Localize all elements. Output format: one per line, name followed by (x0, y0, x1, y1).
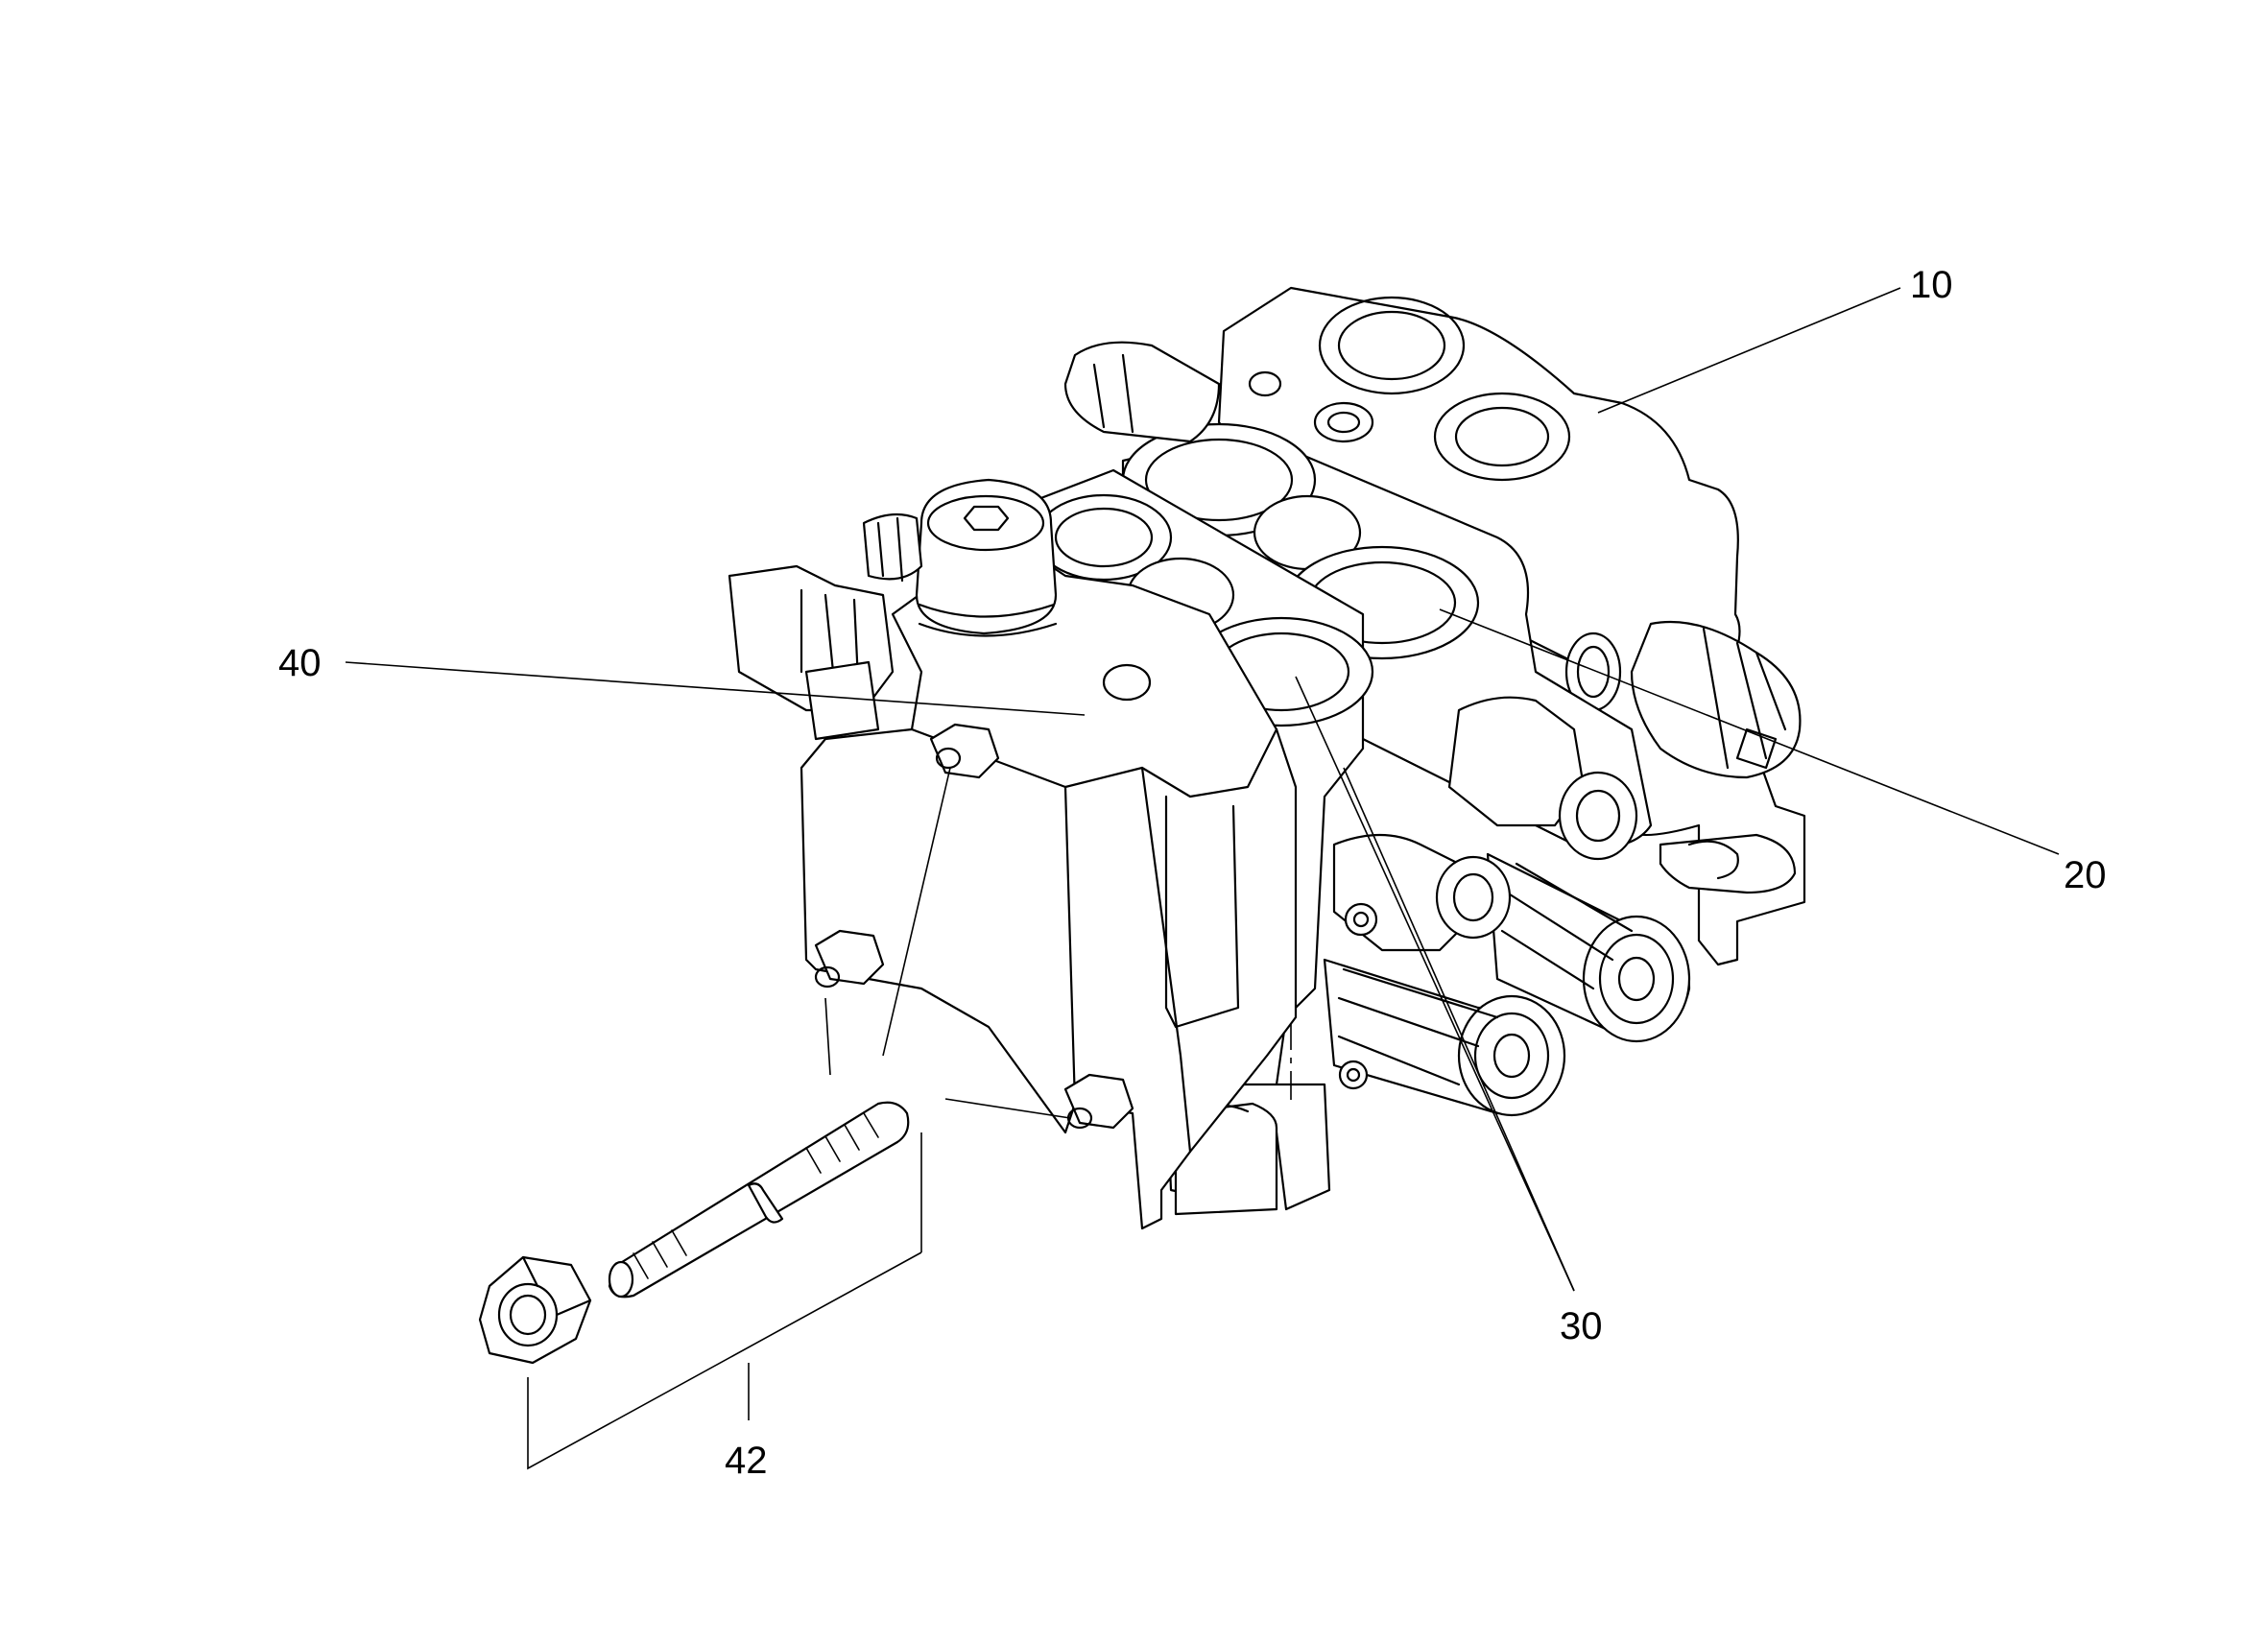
callout-42: 42 (725, 1440, 768, 1482)
callout-10: 10 (1910, 264, 1953, 306)
callout-20: 20 (2064, 854, 2107, 896)
callout-30: 30 (1560, 1305, 1603, 1347)
bolt-head-left (814, 929, 885, 989)
callout-40: 40 (278, 642, 322, 684)
callout-labels: 10 20 30 40 42 (278, 264, 2107, 1482)
end-plate-40 (728, 478, 1298, 1230)
tie-rod-stud-42 (608, 1101, 910, 1299)
bolt-head-bottom (1063, 1073, 1134, 1130)
bolt-head-top (929, 723, 1000, 779)
nut-42 (478, 1255, 592, 1365)
leader-lines (345, 287, 2060, 1470)
